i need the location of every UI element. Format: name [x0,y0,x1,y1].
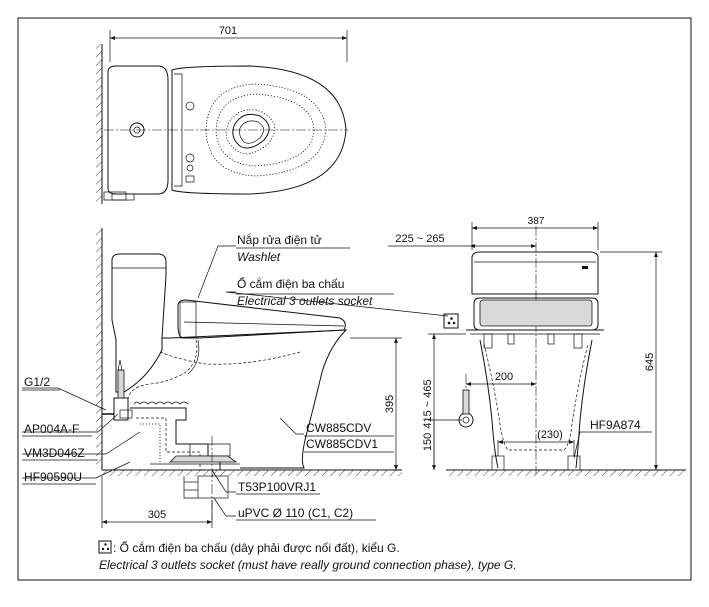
front-view: 387 225 ~ 265 415 ~ 465 150 645 200 (230… [388,216,686,476]
label-vm3d: VM3D046Z [24,446,85,460]
dim-225-265: 225 ~ 265 [395,233,444,245]
label-ap004: AP004A-F [24,422,79,436]
flush-button [129,122,145,138]
note-vi: : Ổ cắm điện ba chấu (dây phải được nối … [113,540,400,555]
dim-395: 395 [384,395,396,413]
label-upvc: uPVC Ø 110 (C1, C2) [238,506,353,520]
tank-outline [107,65,169,195]
bowl-side [162,329,348,469]
dim-387: 387 [528,216,545,227]
tank-side [111,253,167,393]
note-en: Electrical 3 outlets socket (must have r… [99,558,517,572]
dim-230: (230) [537,429,563,441]
label-hf9059: HF90590U [24,470,82,484]
dim-701: 701 [219,25,237,37]
dim-415-465: 415 ~ 465 [422,379,434,428]
label-socket-en: Electrical 3 outlets socket [237,294,373,308]
label-washlet-en: Washlet [237,250,281,264]
note-socket-icon [98,540,112,554]
label-washlet-vi: Nắp rửa điện tử [237,232,322,247]
socket-symbol [443,313,459,329]
label-socket-vi: Ổ cắm điện ba chấu [237,276,344,291]
label-g12: G1/2 [24,375,50,389]
tank-front [471,251,599,295]
dim-150: 150 [422,433,434,451]
side-view: 395 305 [22,228,459,528]
label-model-2: CW885CDV1 [306,437,378,451]
seat-outline [171,65,347,195]
label-model-1: CW885CDV [306,421,371,435]
top-view: 701 [96,25,348,204]
dim-200: 200 [495,371,513,383]
label-hf9a: HF9A874 [590,418,641,432]
dim-305: 305 [148,509,166,521]
label-t53p: T53P100VRJ1 [238,480,316,494]
drain-pipe [197,475,229,499]
drawing-frame [17,17,692,581]
dim-645: 645 [644,353,656,371]
